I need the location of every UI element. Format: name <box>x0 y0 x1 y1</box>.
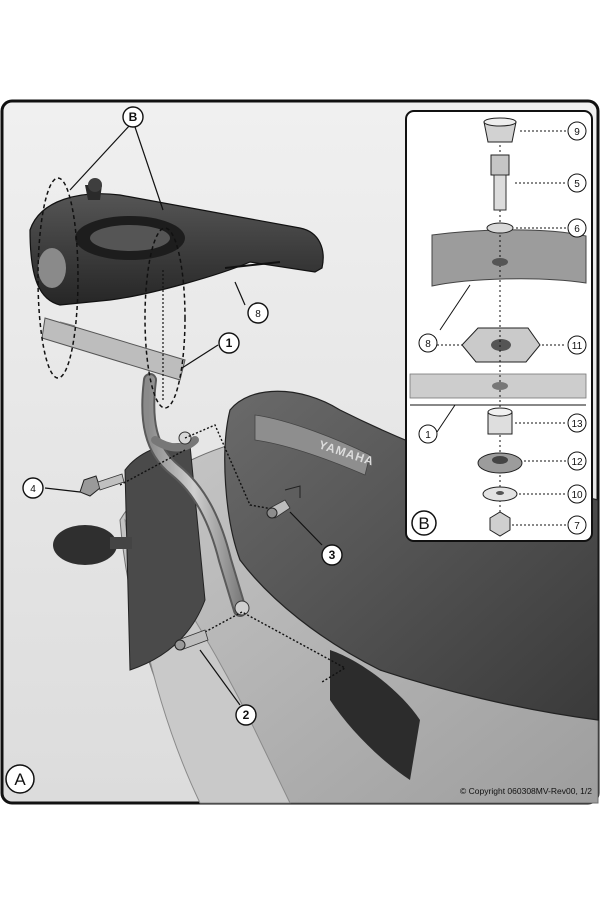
callout-8: 8 <box>247 302 269 324</box>
svg-text:B: B <box>129 110 138 124</box>
callout-1: 1 <box>218 332 240 354</box>
assembly-path-2 <box>204 611 347 683</box>
svg-text:13: 13 <box>571 419 583 430</box>
callout-part-5: 5 <box>567 173 587 193</box>
callout-part-1: 1 <box>418 424 438 444</box>
washer-10 <box>482 486 518 502</box>
panel-b-border <box>405 110 593 542</box>
callout-2: 2 <box>235 704 257 726</box>
washer-6 <box>486 222 514 234</box>
callout-4: 4 <box>22 477 44 499</box>
screw-3 <box>266 485 301 519</box>
svg-text:8: 8 <box>425 339 431 350</box>
nut-7 <box>489 511 511 537</box>
callout-part-7: 7 <box>567 515 587 535</box>
top-rack <box>29 178 324 306</box>
callout-b: B <box>122 106 144 128</box>
callout-part-12: 12 <box>567 451 587 471</box>
svg-text:3: 3 <box>329 548 336 562</box>
svg-text:2: 2 <box>243 708 250 722</box>
callout-part-10: 10 <box>567 484 587 504</box>
callout-part-9: 9 <box>567 121 587 141</box>
svg-text:12: 12 <box>571 457 583 468</box>
tail-light-lens <box>254 414 371 476</box>
rack-tube-frame <box>141 373 250 617</box>
detail-b-outline-left <box>37 177 79 379</box>
seat <box>224 390 599 721</box>
spacer-13 <box>487 407 513 435</box>
callout-3: 3 <box>321 544 343 566</box>
svg-text:1: 1 <box>226 336 233 350</box>
mud-flap <box>330 650 420 780</box>
panel-a-label: A <box>5 764 35 794</box>
svg-text:B: B <box>418 514 429 533</box>
mounting-plate <box>41 317 186 381</box>
svg-text:A: A <box>14 770 26 789</box>
assembly-path-3 <box>184 424 279 511</box>
panel-b-label: B <box>411 510 437 536</box>
turn-signal <box>53 525 132 565</box>
svg-text:4: 4 <box>30 484 36 495</box>
svg-text:1: 1 <box>425 430 431 441</box>
svg-text:10: 10 <box>571 490 583 501</box>
copyright-text: © Copyright 060308MV-Rev00, 1/2 <box>460 786 592 796</box>
svg-text:7: 7 <box>574 521 580 532</box>
rear-fender <box>124 443 206 671</box>
panel-b: 9 5 6 8 11 1 13 12 10 7 B <box>405 110 593 542</box>
cap-9 <box>483 117 517 143</box>
bolt-4 <box>79 473 125 497</box>
svg-text:11: 11 <box>572 341 583 352</box>
svg-text:8: 8 <box>255 309 261 320</box>
callout-part-11: 11 <box>567 335 587 355</box>
detail-b-outline-right <box>144 227 186 409</box>
callout-part-13: 13 <box>567 413 587 433</box>
svg-text:5: 5 <box>574 179 580 190</box>
svg-text:9: 9 <box>574 127 580 138</box>
callout-part-6: 6 <box>567 218 587 238</box>
screw-2 <box>174 629 209 651</box>
callout-part-8: 8 <box>418 333 438 353</box>
rack-section <box>431 229 587 287</box>
rubber-ring-12 <box>477 452 523 474</box>
bolt-5 <box>490 154 510 211</box>
svg-text:6: 6 <box>574 224 580 235</box>
rubber-pad <box>461 327 541 363</box>
